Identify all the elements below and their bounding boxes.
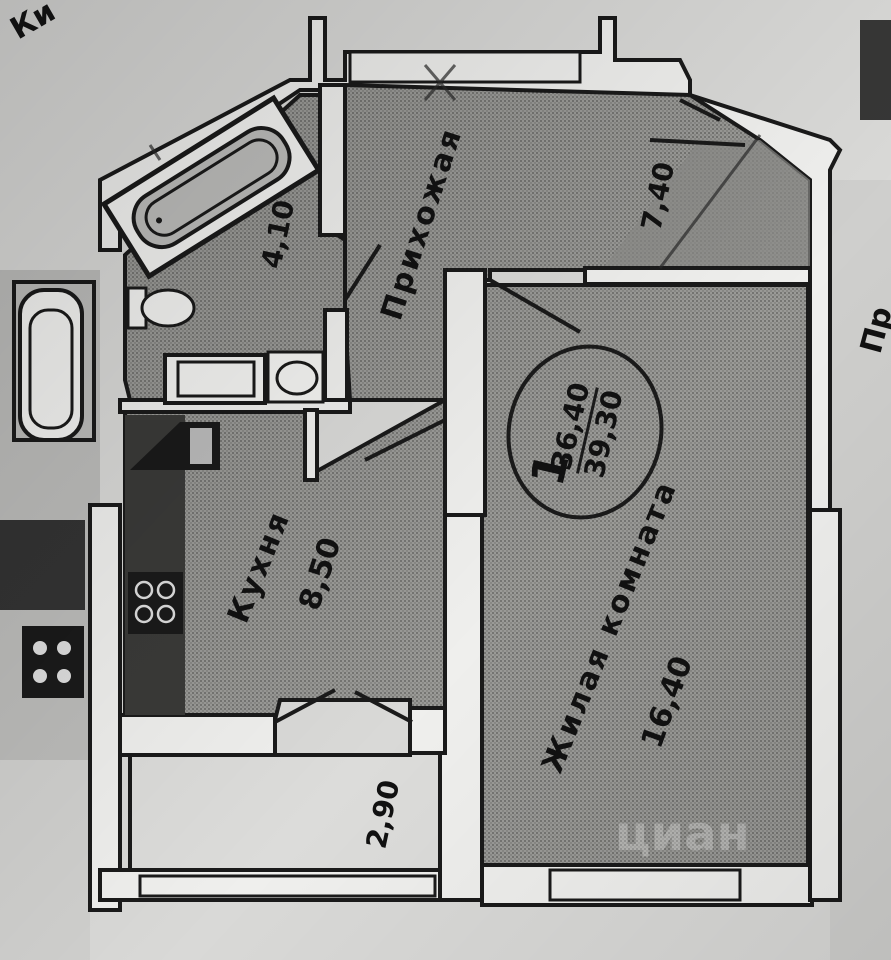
watermark-text: циан bbox=[615, 806, 750, 862]
